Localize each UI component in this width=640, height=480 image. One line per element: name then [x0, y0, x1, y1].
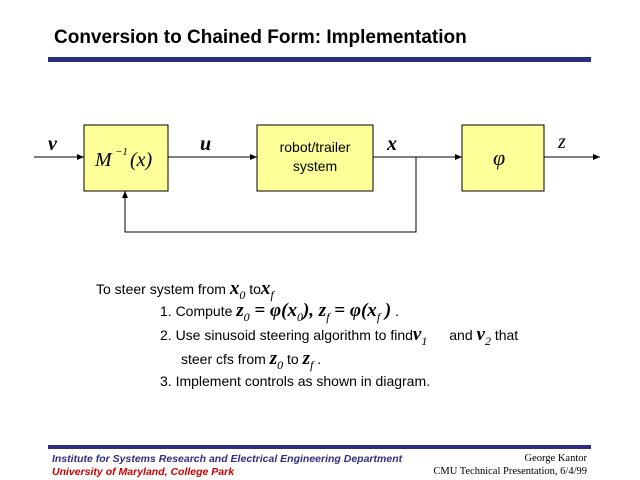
- step-3: 3. Implement controls as shown in diagra…: [160, 373, 431, 389]
- footer-presentation: CMU Technical Presentation, 6/4/99: [433, 466, 587, 477]
- inverse-m-argument: (x): [130, 149, 153, 171]
- signal-z-label: z: [557, 131, 566, 153]
- footer-university: University of Maryland, College Park: [52, 466, 235, 478]
- inverse-m-block: [83, 124, 169, 192]
- steer-intro: To steer system from x0 toxf: [96, 278, 274, 302]
- signal-v-label: v: [48, 133, 58, 155]
- inverse-m-label: M: [94, 149, 113, 171]
- robot-block-line1: robot/trailer: [280, 139, 351, 155]
- signal-x-label: x: [386, 133, 397, 155]
- step-2: 2. Use sinusoid steering algorithm to fi…: [160, 324, 519, 348]
- step-2-continued: steer cfs from z0 to zf .: [181, 348, 322, 372]
- signal-u-label: u: [200, 133, 211, 155]
- inverse-m-superscript: −1: [115, 146, 128, 158]
- step-1: 1. Compute z0 = φ(x0), zf = φ(xf ) .: [160, 300, 400, 324]
- phi-block: [461, 124, 545, 192]
- title-divider: [48, 57, 591, 62]
- robot-trailer-block: [256, 124, 374, 192]
- phi-label: φ: [493, 145, 505, 170]
- slide-title: Conversion to Chained Form: Implementati…: [54, 27, 467, 48]
- footer-author: George Kantor: [524, 453, 588, 464]
- footer-divider: [48, 445, 591, 449]
- feedback-line: [122, 157, 417, 233]
- footer-institute: Institute for Systems Research and Elect…: [52, 453, 403, 465]
- robot-block-line2: system: [293, 158, 337, 174]
